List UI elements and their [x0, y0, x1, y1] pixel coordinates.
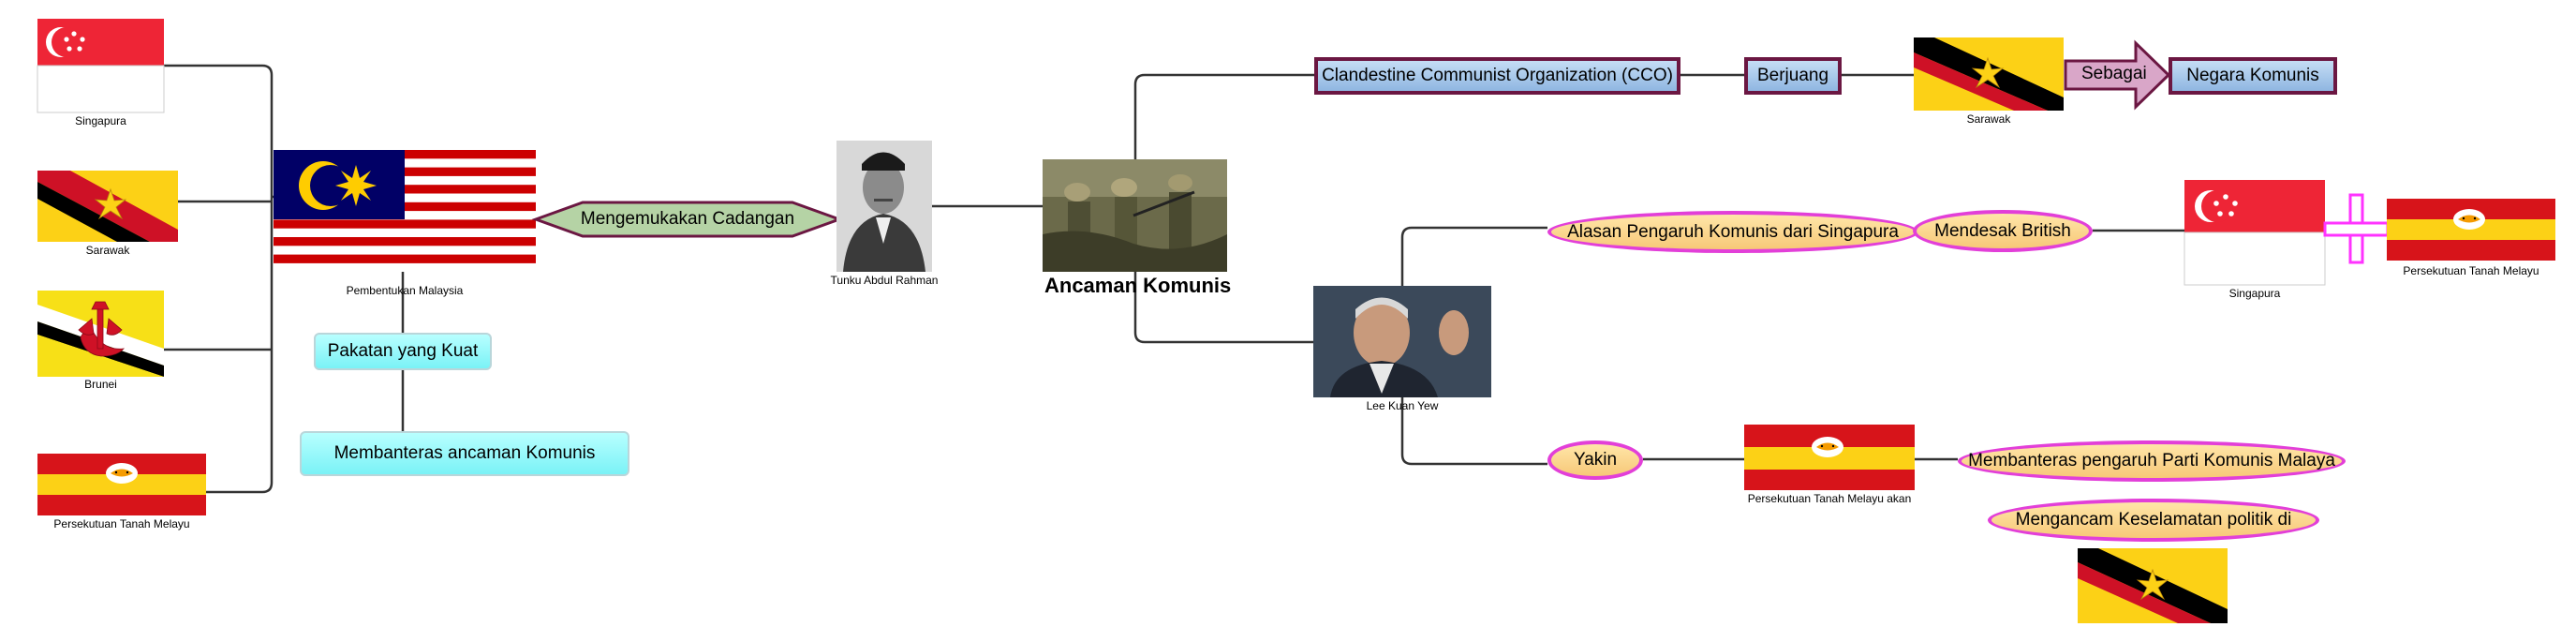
- caption-brunei: Brunei: [84, 378, 117, 391]
- berjuang-box: Berjuang: [1744, 57, 1842, 95]
- flag-singapura-right: [2184, 180, 2326, 286]
- flag-persekutuan-right: [2387, 199, 2555, 261]
- caption-singapura-left: Singapura: [75, 114, 126, 127]
- flag-sarawak-top: [1914, 37, 2064, 111]
- sebagai-arrow: [2064, 39, 2171, 111]
- flag-brunei: [37, 291, 164, 377]
- plus-cross: [2323, 193, 2390, 264]
- flag-persekutuan-left: [37, 454, 206, 515]
- alasan-oval: Alasan Pengaruh Komunis dari Singapura: [1547, 211, 1918, 253]
- membanteras-komunis-box: Membanteras ancaman Komunis: [300, 431, 629, 476]
- cco-box: Clandestine Communist Organization (CCO): [1314, 57, 1680, 95]
- sebagai-label: Sebagai: [2081, 64, 2147, 83]
- main-title: Ancaman Komunis: [1044, 274, 1232, 297]
- caption-singapura-right: Singapura: [2228, 287, 2281, 300]
- negara-komunis-box: Negara Komunis: [2169, 57, 2337, 95]
- photo-tunku: [836, 141, 932, 272]
- connectors: [164, 64, 2184, 494]
- membanteras-pkm-oval: Membanteras pengaruh Parti Komunis Malay…: [1958, 440, 2346, 482]
- yakin-oval: Yakin: [1547, 440, 1643, 480]
- flag-malaysia: [274, 150, 536, 272]
- caption-tunku: Tunku Abdul Rahman: [830, 274, 939, 287]
- caption-sarawak-top: Sarawak: [1966, 112, 2011, 126]
- photo-soldiers: [1043, 159, 1227, 272]
- flag-singapura-left: [37, 19, 165, 113]
- caption-persekutuan-right: Persekutuan Tanah Melayu: [2403, 264, 2539, 277]
- caption-lee-kuan-yew: Lee Kuan Yew: [1366, 399, 1439, 412]
- pakatan-box: Pakatan yang Kuat: [314, 333, 492, 370]
- caption-pembentukan-malaysia: Pembentukan Malaysia: [346, 284, 464, 297]
- mengancam-oval: Mengancam Keselamatan politik di: [1988, 499, 2319, 542]
- proposal-label: Mengemukakan Cadangan: [580, 209, 795, 229]
- flag-sarawak-bottom: [2078, 548, 2228, 623]
- caption-persekutuan-left: Persekutuan Tanah Melayu: [53, 517, 190, 530]
- flag-persekutuan-akan: [1744, 425, 1915, 490]
- mendesak-oval: Mendesak British: [1913, 210, 2093, 252]
- photo-lee-kuan-yew: [1313, 286, 1491, 397]
- flag-sarawak-left: [37, 171, 178, 242]
- caption-sarawak-left: Sarawak: [85, 244, 130, 257]
- caption-persekutuan-akan: Persekutuan Tanah Melayu akan: [1747, 492, 1912, 505]
